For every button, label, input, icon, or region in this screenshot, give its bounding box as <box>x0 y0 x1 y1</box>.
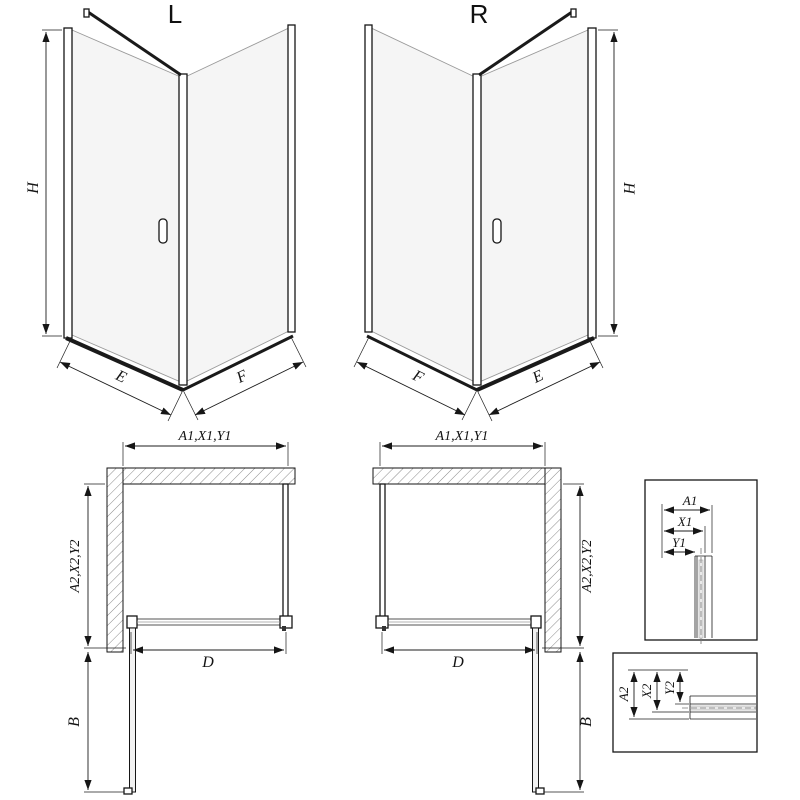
dimension-door-width-right-plan: D <box>381 632 538 671</box>
dimension-height-left: H <box>25 29 62 337</box>
plan-right: A1,X1,Y1 A2,X2,Y2 D B <box>372 429 595 795</box>
dim-label-e: E <box>112 367 129 387</box>
dim-label-y2: Y2 <box>662 681 677 695</box>
plan-left: A1,X1,Y1 A2,X2,Y2 D B <box>66 429 296 795</box>
profile-section <box>694 548 713 644</box>
view-label-left: L <box>168 0 182 29</box>
wall-profile <box>587 27 597 339</box>
dim-label-b: B <box>578 717 595 727</box>
wall-top <box>372 467 562 485</box>
open-door-plan <box>532 627 539 793</box>
dimension-door-projection-right-plan: B <box>544 652 595 793</box>
corner-post <box>178 73 188 386</box>
dim-label-f: F <box>409 367 426 387</box>
hinge-profile-plan <box>126 615 138 629</box>
support-bar <box>83 8 182 77</box>
dimension-y1: Y1 <box>664 535 695 556</box>
dimension-x2: X2 <box>639 672 661 710</box>
dimension-door-projection-left-plan: B <box>66 652 124 793</box>
dim-label-a1x1y1: A1,X1,Y1 <box>435 429 489 444</box>
side-panel-plan <box>282 483 289 619</box>
door-glass-panel <box>71 29 184 384</box>
side-end-profile <box>364 24 373 333</box>
side-glass-panel <box>182 26 292 384</box>
detail-box-frame <box>612 652 758 753</box>
wall-left <box>106 467 124 653</box>
dim-label-a2: A2 <box>616 686 631 702</box>
profile-section <box>682 695 757 720</box>
dimension-a1: A1 <box>664 493 710 514</box>
side-glass-panel <box>368 26 478 384</box>
dimension-a2: A2 <box>616 672 638 717</box>
dimension-door-width-left-plan: D <box>130 632 287 671</box>
dim-label-f: F <box>233 367 250 387</box>
dim-label-y1: Y1 <box>672 535 686 550</box>
door-end-cap-plan <box>123 787 133 795</box>
dim-label-a1: A1 <box>682 493 697 508</box>
handle-plan <box>382 626 386 631</box>
dim-label-b: B <box>66 717 83 727</box>
dim-label-x1: X1 <box>677 514 692 529</box>
threshold-plan <box>382 618 531 631</box>
hinge-profile-plan <box>530 615 542 629</box>
handle-plan <box>282 626 286 631</box>
view-3d-left: L H E F <box>25 0 307 422</box>
view-label-right: R <box>470 0 489 29</box>
dim-label-d: D <box>201 654 214 671</box>
corner-post <box>472 73 482 386</box>
view-3d-right: R H F E <box>353 0 637 422</box>
dimension-height-right: H <box>598 29 637 337</box>
door-handle <box>492 218 502 244</box>
wall-right <box>544 467 562 653</box>
dimension-depth-left-plan: A2,X2,Y2 <box>68 483 126 649</box>
support-bar <box>478 8 577 77</box>
dim-label-a2x2y2: A2,X2,Y2 <box>580 540 595 594</box>
dimension-width-left-plan: A1,X1,Y1 <box>122 429 289 466</box>
door-end-cap-plan <box>535 787 545 795</box>
wall-top <box>106 467 296 485</box>
side-panel-plan <box>379 483 386 619</box>
dim-label-a1x1y1: A1,X1,Y1 <box>178 429 232 444</box>
dimension-width-right-plan: A1,X1,Y1 <box>379 429 546 466</box>
side-end-profile <box>287 24 296 333</box>
open-door-plan <box>129 627 136 793</box>
detail-depth-profile: A2 X2 Y2 <box>612 652 758 753</box>
dim-label-e: E <box>529 367 546 387</box>
dim-label-d: D <box>451 654 464 671</box>
dimension-y2: Y2 <box>662 672 684 702</box>
wall-profile <box>63 27 73 339</box>
threshold-plan <box>137 618 286 631</box>
door-handle <box>158 218 168 244</box>
door-glass-panel <box>476 29 589 384</box>
dimension-depth-right-plan: A2,X2,Y2 <box>542 483 595 649</box>
dim-label-h: H <box>620 181 637 195</box>
dim-label-a2x2y2: A2,X2,Y2 <box>68 540 83 594</box>
dimension-x1: X1 <box>664 514 703 535</box>
dim-label-h: H <box>25 181 42 195</box>
dim-label-x2: X2 <box>639 683 654 699</box>
detail-wall-profile: A1 X1 Y1 <box>644 479 758 644</box>
